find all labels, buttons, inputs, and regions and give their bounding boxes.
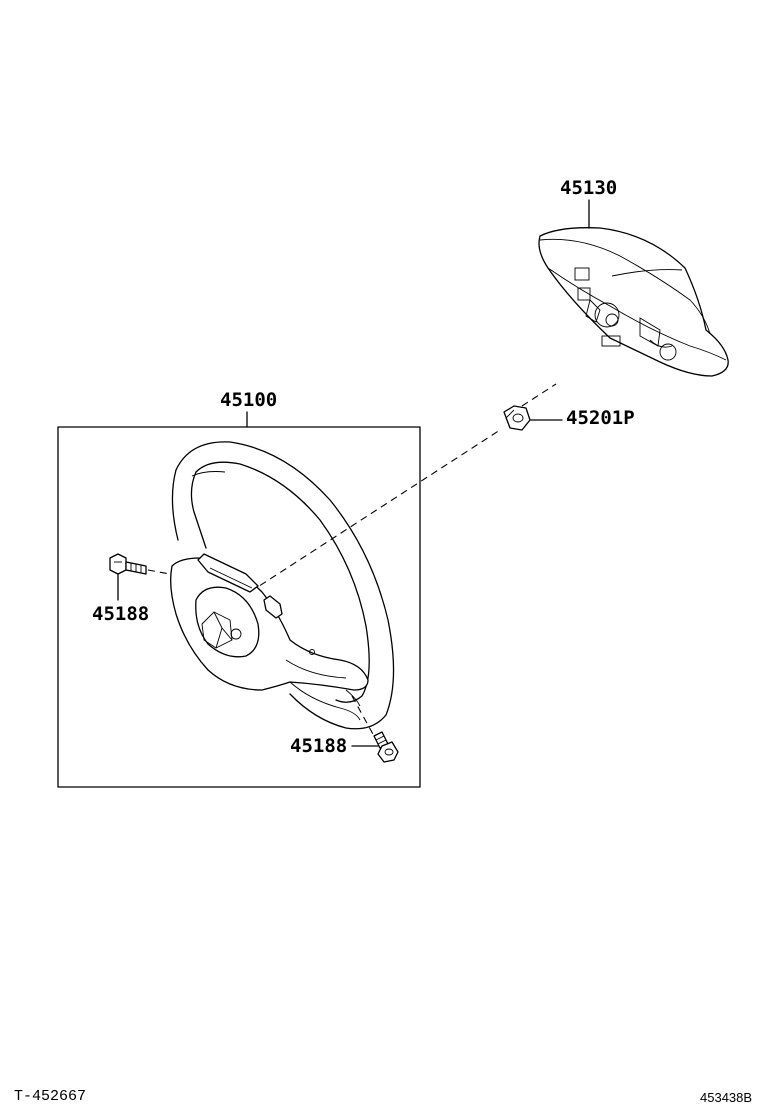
alignment-line-screw-left [147, 569, 171, 575]
pad-cover-drawing [538, 227, 729, 377]
part-label-45201p: 45201P [566, 407, 635, 429]
part-label-45188-left: 45188 [92, 603, 149, 625]
screw-left-drawing [109, 553, 147, 575]
alignment-line-hub-nut [249, 429, 501, 593]
assembly-frame [57, 426, 421, 788]
nut-drawing [503, 405, 531, 431]
alignment-line-nut-pad [521, 383, 557, 407]
footer-left-code: T-452667 [14, 1088, 86, 1105]
part-label-45130: 45130 [560, 177, 617, 199]
footer-right-code: 453438B [700, 1090, 752, 1105]
steering-wheel-drawing [170, 441, 395, 730]
part-label-45100: 45100 [220, 389, 277, 411]
part-label-45188-bottom: 45188 [290, 735, 347, 757]
alignment-line-screw-bottom [351, 695, 375, 737]
screw-bottom-drawing [373, 731, 399, 763]
